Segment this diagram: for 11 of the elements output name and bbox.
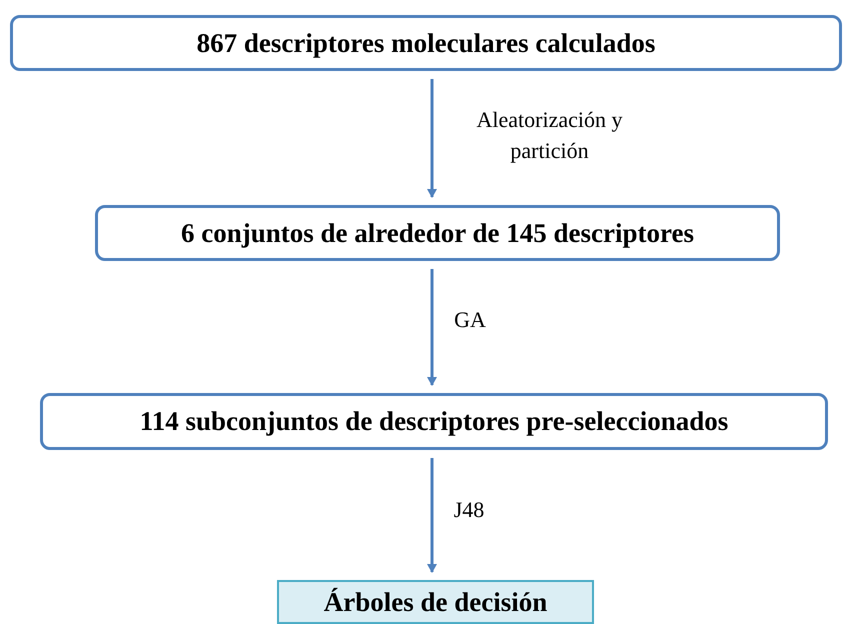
process-box xyxy=(10,15,842,71)
arrow xyxy=(427,79,437,198)
arrow xyxy=(427,269,437,386)
node-text: 114 subconjuntos de descriptores pre-seleccionados xyxy=(140,406,728,437)
arrow xyxy=(427,458,437,573)
node-text: 867 descriptores moleculares calculados xyxy=(196,28,656,58)
node-text: Árboles de decisión xyxy=(324,586,548,618)
result-box xyxy=(277,580,594,624)
process-box xyxy=(40,393,828,450)
node-text: 6 conjuntos de alrededor de 145 descriptores xyxy=(181,218,694,248)
process-box xyxy=(95,205,780,261)
